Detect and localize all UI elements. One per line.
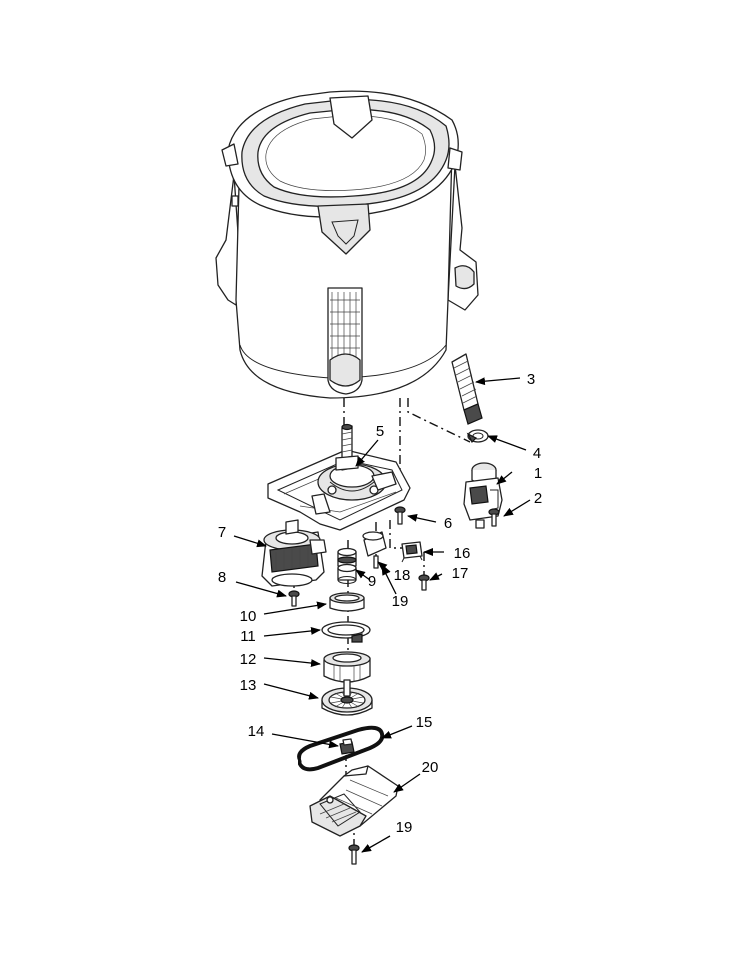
drain-hose bbox=[451, 353, 483, 425]
plate-screw bbox=[394, 506, 406, 525]
pump-screw bbox=[488, 508, 500, 527]
callout-14: 14 bbox=[248, 723, 265, 740]
shield-screw bbox=[348, 844, 360, 865]
gearcase-plate bbox=[267, 423, 411, 531]
callout-1: 1 bbox=[534, 465, 542, 482]
callout-6: 6 bbox=[444, 515, 452, 532]
drive-pulley bbox=[321, 679, 373, 716]
snap-ring bbox=[321, 621, 371, 643]
hose-clamp bbox=[466, 429, 489, 444]
callout-2: 2 bbox=[534, 490, 542, 507]
callout-12: 12 bbox=[240, 651, 257, 668]
callout-11: 11 bbox=[240, 628, 256, 645]
shaft-seal bbox=[337, 547, 357, 584]
lid-switch bbox=[401, 541, 423, 563]
callout-15: 15 bbox=[416, 714, 433, 731]
pulley-nut bbox=[339, 738, 355, 755]
callout-labels: 1 2 3 4 5 6 7 8 9 10 11 12 13 14 15 16 1… bbox=[218, 371, 542, 836]
callout-9: 9 bbox=[368, 573, 376, 590]
callout-17: 17 bbox=[452, 565, 469, 582]
callout-10: 10 bbox=[240, 608, 257, 625]
bearing-ring bbox=[329, 592, 365, 612]
callout-13: 13 bbox=[240, 677, 257, 694]
capacitor bbox=[362, 531, 387, 569]
callout-5: 5 bbox=[376, 423, 384, 440]
switch-screw bbox=[418, 574, 430, 591]
callout-8: 8 bbox=[218, 569, 226, 586]
callout-20: 20 bbox=[422, 759, 439, 776]
outer-tub bbox=[215, 90, 479, 399]
callout-4: 4 bbox=[533, 445, 541, 462]
callout-3: 3 bbox=[527, 371, 535, 388]
leader-lines bbox=[233, 377, 531, 853]
drive-motor bbox=[261, 519, 327, 587]
callout-19-lower: 19 bbox=[396, 819, 413, 836]
clutch-hub bbox=[323, 651, 371, 683]
callout-18: 18 bbox=[394, 567, 411, 584]
motor-screw bbox=[288, 590, 300, 607]
base-shield bbox=[309, 765, 399, 837]
callout-16: 16 bbox=[454, 545, 471, 562]
callout-7: 7 bbox=[218, 524, 226, 541]
callout-19-upper: 19 bbox=[392, 593, 409, 610]
